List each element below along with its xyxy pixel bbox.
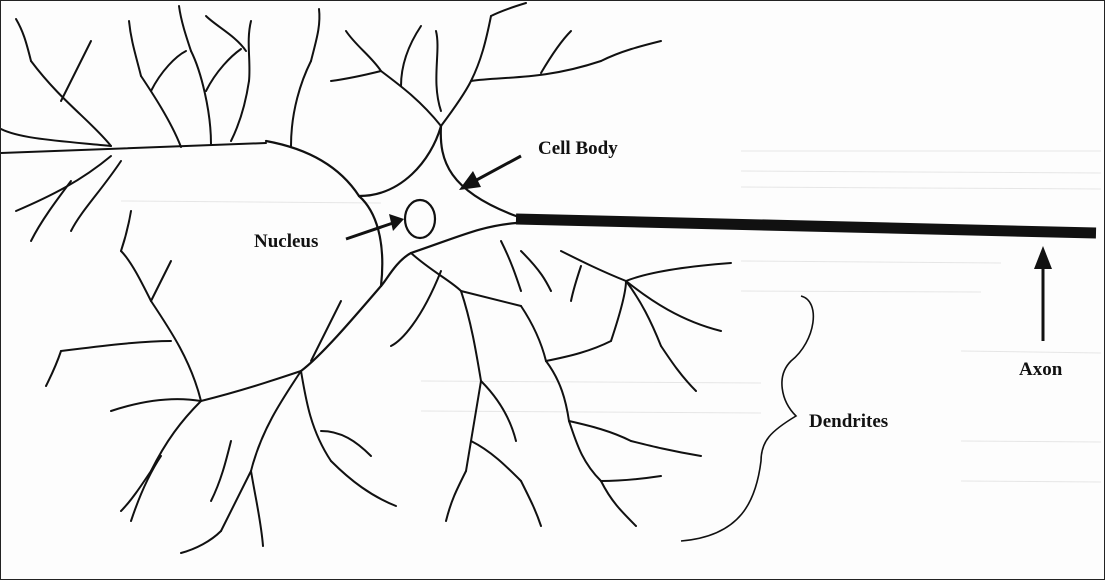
nucleus-label: Nucleus: [254, 231, 318, 253]
dendrites-brace: [681, 296, 813, 541]
axon-label: Axon: [1019, 359, 1062, 381]
nucleus-shape: [405, 200, 435, 238]
cell-body-label: Cell Body: [538, 138, 618, 160]
dendrites-tree: [1, 3, 731, 553]
cell-body-arrow: [459, 156, 521, 190]
dendrites-label: Dendrites: [809, 411, 888, 433]
axon-arrow: [1034, 246, 1052, 341]
axon-line: [516, 219, 1096, 233]
